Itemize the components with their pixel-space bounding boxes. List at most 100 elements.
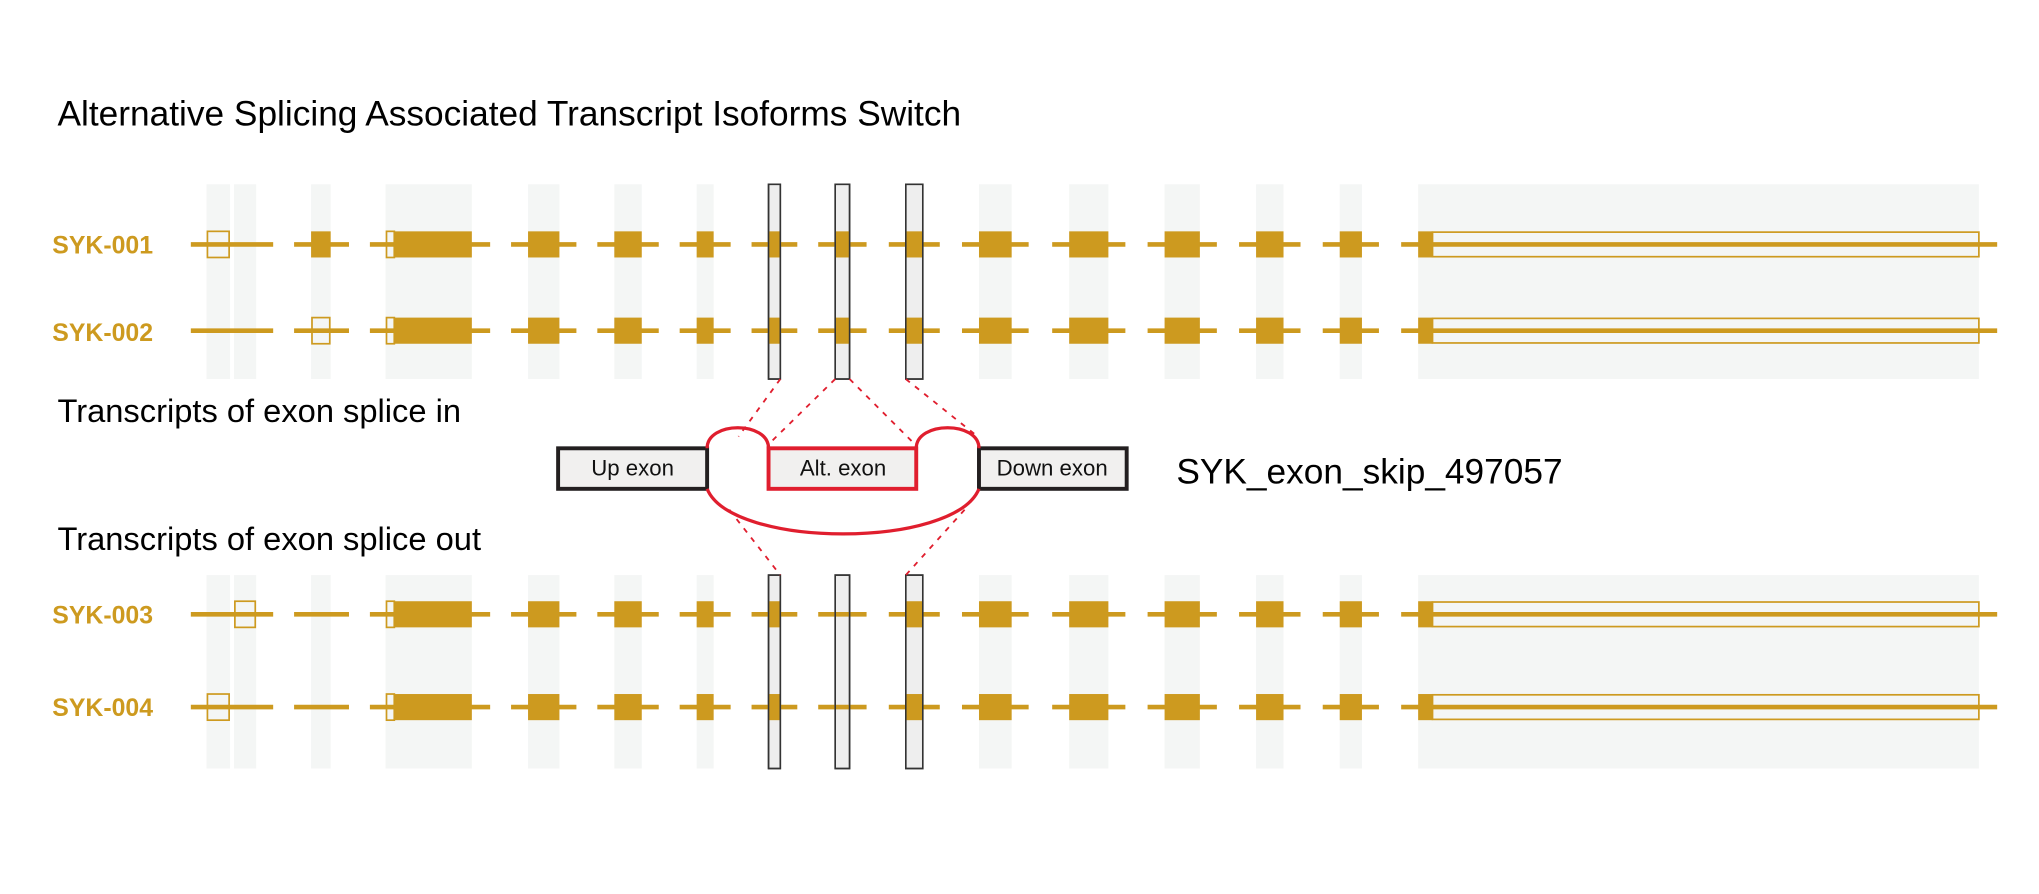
- coding-exon: [1069, 317, 1109, 344]
- exon-column-shade: [1164, 184, 1200, 380]
- connector-line: [905, 378, 979, 438]
- coding-exon: [1164, 317, 1200, 344]
- connector-line: [905, 509, 966, 576]
- coding-exon: [905, 231, 923, 258]
- exon-column-shade: [696, 184, 714, 380]
- exon-column-shade: [311, 575, 331, 769]
- transcript-track: [190, 316, 1998, 345]
- down-exon-label: Down exon: [997, 456, 1108, 481]
- connector-line: [728, 509, 782, 576]
- inclusion-arc-right: [914, 426, 981, 449]
- coding-exon: [835, 317, 850, 344]
- exon-shading-top: [206, 183, 1979, 380]
- coding-exon: [1339, 231, 1362, 258]
- utr-exon: [234, 600, 257, 629]
- coding-exon: [905, 694, 923, 721]
- exon-column-shade: [206, 575, 231, 769]
- down-exon-box: [977, 446, 1129, 491]
- coding-exon: [1069, 601, 1109, 628]
- exon-column-shade: [1418, 575, 1979, 769]
- coding-exon: [1069, 694, 1109, 721]
- alt-exon-label: Alt. exon: [800, 456, 886, 481]
- splice-event-diagram: Up exon Alt. exon Down exon: [556, 426, 1129, 536]
- transcript-track: [190, 693, 1998, 722]
- highlighted-exon-column: [905, 183, 924, 380]
- coding-exon: [311, 231, 331, 258]
- coding-exon: [1256, 601, 1284, 628]
- transcript-tracks: [190, 183, 1998, 770]
- coding-exon: [1164, 601, 1200, 628]
- highlighted-exon-outline: [905, 183, 924, 380]
- utr-exon: [206, 693, 230, 722]
- coding-exon: [528, 694, 560, 721]
- coding-exon: [1256, 231, 1284, 258]
- coding-exon: [978, 601, 1012, 628]
- coding-exon: [1418, 601, 1433, 628]
- coding-exon: [1256, 317, 1284, 344]
- coding-exon: [1418, 317, 1433, 344]
- utr3-exon: [1431, 693, 1980, 721]
- coding-exon: [393, 317, 472, 344]
- coding-exon: [614, 317, 642, 344]
- coding-exon: [978, 317, 1012, 344]
- coding-exon: [528, 317, 560, 344]
- coding-exon: [1164, 231, 1200, 258]
- transcript-label: SYK-001: [52, 233, 153, 260]
- exon-column-shade: [528, 184, 560, 380]
- coding-exon: [1256, 694, 1284, 721]
- coding-exon: [768, 317, 781, 344]
- up-exon-label: Up exon: [591, 456, 674, 481]
- utr3-exon: [1431, 231, 1980, 258]
- exon-column-shade: [311, 184, 331, 380]
- coding-exon: [614, 694, 642, 721]
- coding-exon: [1418, 231, 1433, 258]
- alt-exon-box: [766, 446, 919, 491]
- coding-exon: [1164, 694, 1200, 721]
- coding-exon: [1339, 317, 1362, 344]
- utr-exon: [311, 316, 331, 345]
- coding-exon: [768, 694, 781, 721]
- coding-exon: [835, 231, 850, 258]
- highlighted-exon-outline: [767, 183, 782, 380]
- connector-line: [770, 378, 836, 443]
- splice-out-heading: Transcripts of exon splice out: [58, 520, 482, 557]
- coding-exon: [768, 231, 781, 258]
- exon-column-shade: [1418, 184, 1979, 380]
- splice-in-heading: Transcripts of exon splice in: [58, 392, 462, 429]
- exon-column-shade: [1256, 184, 1284, 380]
- transcript-label: SYK-002: [52, 320, 153, 347]
- figure-title: Alternative Splicing Associated Transcri…: [58, 94, 962, 133]
- transcript-track: [190, 600, 1998, 629]
- coding-exon: [393, 231, 472, 258]
- coding-exon: [978, 694, 1012, 721]
- exon-column-shade: [1069, 184, 1109, 380]
- coding-exon: [905, 601, 923, 628]
- connector-line: [848, 378, 913, 443]
- utr-exon: [206, 230, 230, 259]
- exon-column-shade: [233, 575, 257, 769]
- coding-exon: [696, 601, 714, 628]
- highlighted-exon-column: [834, 574, 851, 770]
- exon-column-shade: [978, 184, 1012, 380]
- coding-exon: [905, 317, 923, 344]
- utr3-exon: [1431, 317, 1980, 344]
- exon-column-shade: [206, 184, 231, 380]
- event-id: SYK_exon_skip_497057: [1176, 453, 1562, 492]
- coding-exon: [696, 231, 714, 258]
- highlighted-exon-column: [834, 183, 851, 380]
- coding-exon: [528, 231, 560, 258]
- coding-exon: [528, 601, 560, 628]
- coding-exon: [768, 601, 781, 628]
- exon-column-shade: [233, 184, 257, 380]
- skipping-arc: [705, 488, 981, 536]
- exon-column-shade: [385, 184, 472, 380]
- exon-column-shade: [614, 184, 642, 380]
- coding-exon: [614, 231, 642, 258]
- coding-exon: [393, 694, 472, 721]
- up-exon-box: [556, 446, 710, 491]
- inclusion-arc-left: [705, 426, 771, 449]
- transcript-label: SYK-003: [52, 602, 153, 629]
- coding-exon: [978, 231, 1012, 258]
- coding-exon: [1339, 601, 1362, 628]
